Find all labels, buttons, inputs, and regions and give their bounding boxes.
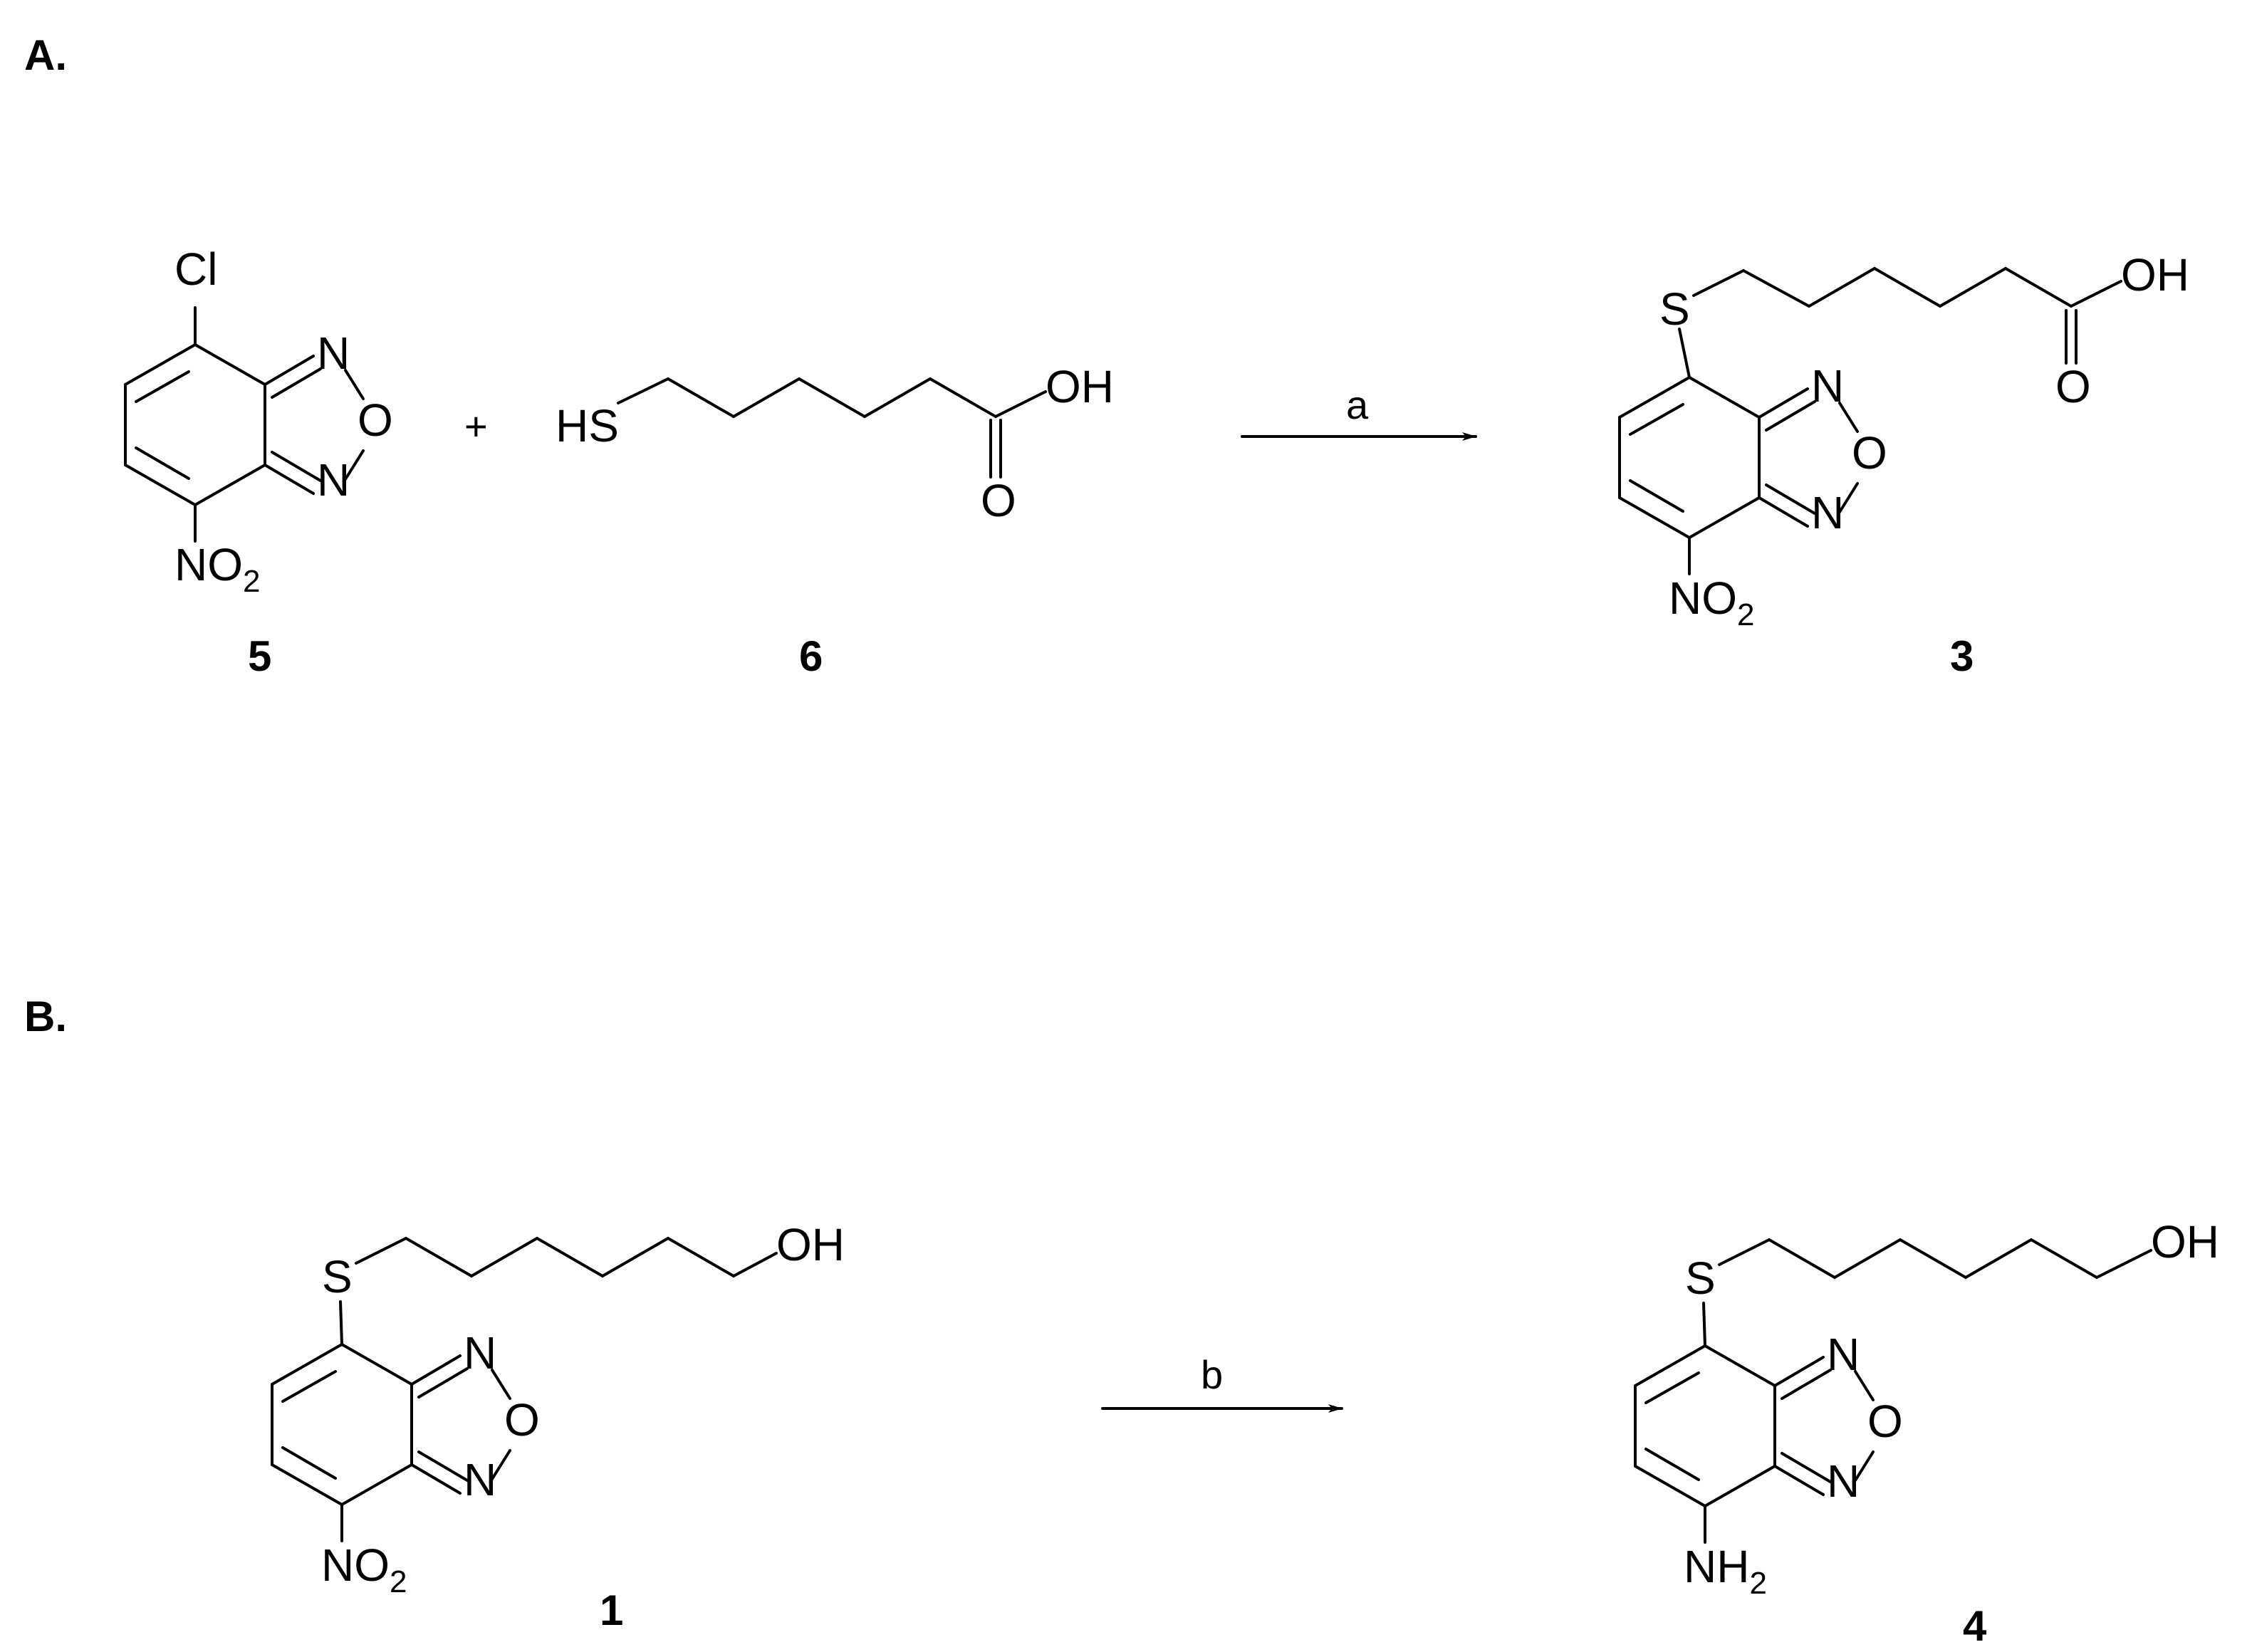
compound-label-5: 5 — [248, 632, 271, 680]
compound-label-4: 4 — [1963, 1602, 1987, 1650]
atom-o: O — [358, 394, 393, 446]
compound-label-1: 1 — [600, 1586, 623, 1634]
atom-nh2: NH2 — [1684, 1541, 1767, 1601]
atom-n: N — [1827, 1329, 1860, 1380]
atom-o: O — [1852, 427, 1887, 479]
condition-b: b — [1201, 1352, 1223, 1397]
atom-s: S — [1685, 1253, 1716, 1304]
compound-4-structure — [1634, 1238, 2152, 1544]
atom-n: N — [464, 1454, 496, 1505]
compound-5-structure — [124, 306, 365, 543]
atom-n: N — [1811, 360, 1844, 412]
atom-hs: HS — [556, 400, 619, 451]
atom-cl: Cl — [174, 244, 217, 295]
compound-3-structure — [1618, 267, 2122, 575]
atom-o: O — [2055, 361, 2091, 412]
atom-n: N — [1811, 487, 1844, 538]
atom-s: S — [1659, 283, 1690, 335]
atom-n: N — [1827, 1455, 1860, 1507]
compound-6-structure — [617, 377, 1047, 479]
atom-oh: OH — [2121, 249, 2189, 300]
condition-a: a — [1346, 382, 1369, 427]
plus-sign: + — [464, 404, 488, 449]
atom-o: O — [981, 475, 1016, 526]
atom-oh: OH — [776, 1219, 845, 1270]
panel-label-a: A. — [24, 31, 67, 79]
compound-label-6: 6 — [799, 632, 823, 680]
atom-no2: NO2 — [321, 1539, 407, 1599]
atom-no2: NO2 — [1669, 573, 1754, 632]
atom-n: N — [317, 328, 350, 379]
compound-1-structure — [271, 1237, 778, 1542]
atom-no2: NO2 — [174, 539, 260, 599]
atom-oh: OH — [1046, 361, 1114, 412]
atom-oh: OH — [2151, 1216, 2219, 1267]
atom-o: O — [504, 1394, 540, 1446]
compound-label-3: 3 — [1950, 632, 1974, 680]
panel-label-b: B. — [24, 993, 67, 1040]
atom-o: O — [1867, 1396, 1903, 1447]
atom-n: N — [464, 1327, 496, 1379]
atom-s: S — [322, 1251, 353, 1302]
atom-n: N — [317, 454, 350, 506]
